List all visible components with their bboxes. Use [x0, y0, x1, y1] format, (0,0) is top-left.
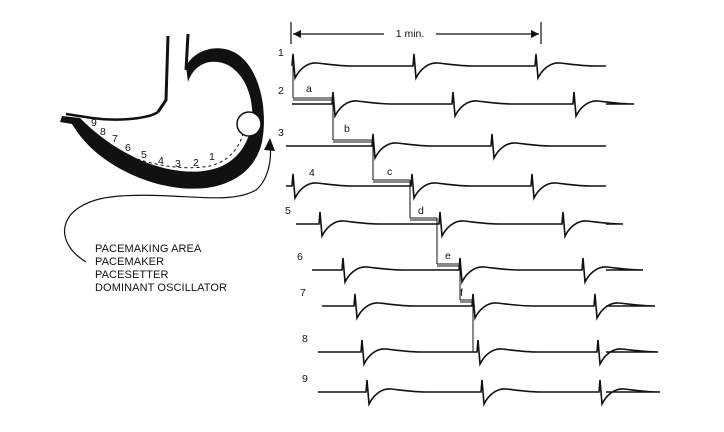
trace-1-waveform [291, 53, 606, 81]
caption-line-pacesetter: PACESETTER [95, 269, 169, 281]
stomach-site-label: 5 [141, 149, 147, 161]
caption-line-pacemaker: PACEMAKER [95, 256, 164, 268]
propagation-delays: a b c d e f [292, 66, 474, 352]
trace-9-waveform [318, 379, 661, 407]
delay-label: c [387, 166, 392, 178]
scale-label: 1 min. [396, 28, 425, 40]
stomach-site-label: 9 [91, 117, 97, 129]
time-scale-bar: 1 min. [290, 22, 542, 44]
stomach-outer-wall [60, 48, 264, 189]
stomach-site-label: 2 [193, 157, 199, 169]
stomach-site-label: 4 [158, 155, 164, 167]
scale-right-arrowhead [531, 30, 539, 38]
trace-3-waveform [286, 133, 606, 161]
trace-label: 9 [302, 373, 308, 385]
inner-lining [99, 111, 247, 169]
delay-label: d [418, 205, 424, 217]
stomach-site-label: 3 [175, 158, 181, 170]
trace-4-waveform [286, 173, 606, 201]
trace-8-waveform [318, 339, 659, 367]
trace-7-waveform [322, 293, 656, 321]
electrical-traces: 1 2 3 4 5 6 7 8 9 [278, 47, 661, 407]
trace-2-waveform [292, 91, 635, 119]
trace-label: 3 [278, 127, 284, 139]
caption: PACEMAKING AREA PACEMAKER PACESETTER DOM… [95, 243, 227, 294]
trace-label: 2 [278, 85, 284, 97]
delay-label: e [445, 250, 451, 262]
lesser-curvature [65, 110, 159, 121]
pacemaker-pointer-arrow [63, 143, 272, 263]
esophagus-left-wall [156, 35, 170, 113]
stomach-site-label: 7 [112, 133, 118, 145]
trace-label: 7 [300, 287, 306, 299]
stomach-site-label: 1 [209, 151, 215, 163]
esophagus-right-wall [184, 33, 190, 71]
delay-label: a [306, 83, 312, 95]
caption-line-pacemaking-area: PACEMAKING AREA [95, 243, 202, 255]
trace-label: 8 [302, 333, 308, 345]
pointer-arrowhead [264, 138, 275, 151]
trace-label: 1 [278, 47, 284, 59]
pacemaker-site-circle [236, 111, 262, 137]
trace-label: 6 [297, 251, 303, 263]
delay-label: b [344, 123, 350, 135]
trace-6-waveform [312, 257, 644, 285]
stomach-site-label: 8 [100, 126, 106, 138]
caption-line-dominant-oscillator: DOMINANT OSCILLATOR [95, 282, 227, 294]
trace-5-waveform [296, 211, 624, 239]
trace-label: 5 [285, 205, 291, 217]
trace-label: 4 [309, 167, 315, 179]
scale-label-bg [384, 26, 436, 40]
delay-label: f [460, 287, 463, 299]
stomach-site-label: 6 [125, 142, 131, 154]
scale-left-arrowhead [293, 30, 301, 38]
